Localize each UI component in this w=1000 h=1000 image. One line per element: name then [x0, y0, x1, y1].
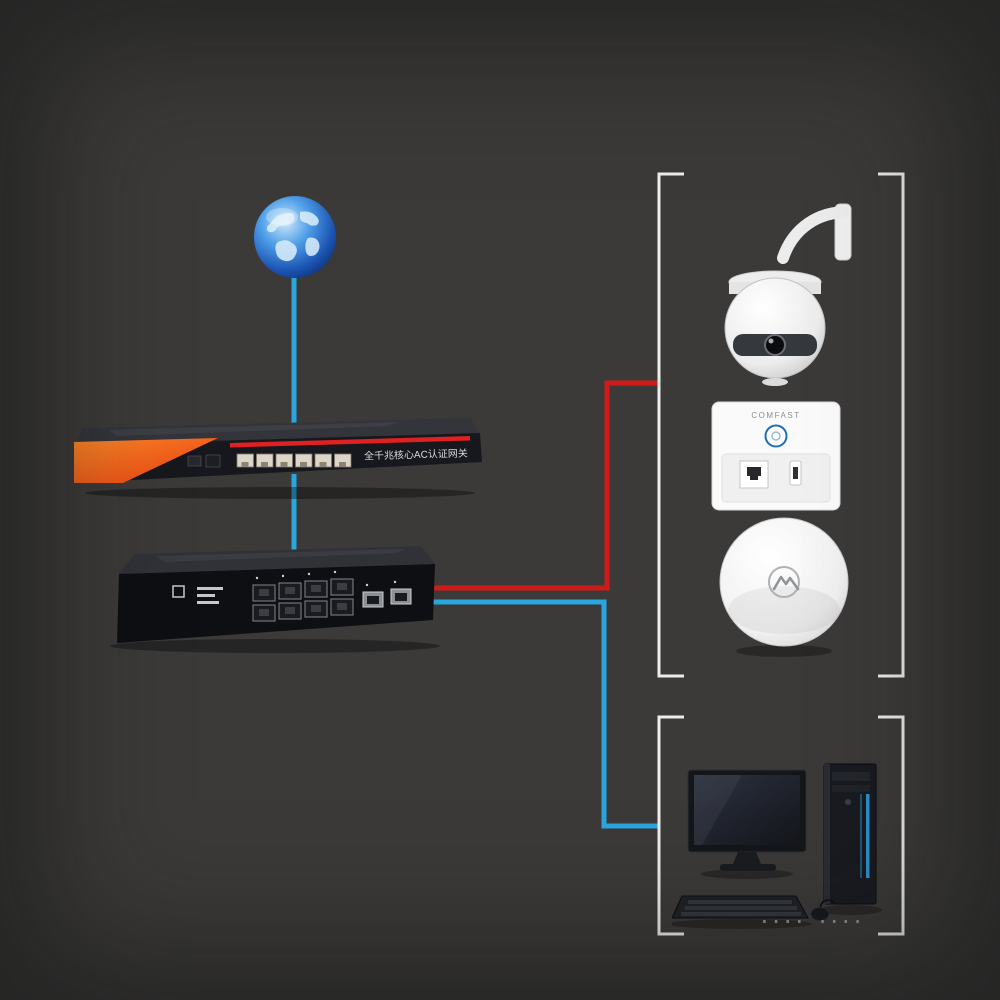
bracket-top-right [878, 172, 905, 678]
gateway-label: 全千兆核心AC认证网关 [364, 447, 468, 463]
camera-dome-body [724, 277, 826, 379]
globe-sphere [254, 196, 336, 278]
gateway-orange-accent [74, 438, 218, 483]
poe-switch [105, 538, 450, 658]
ceiling-ap-logo-icon [768, 566, 800, 598]
switch-to-computer-line [426, 599, 659, 829]
wall-ap-rj45-jack [739, 460, 769, 489]
tower-led-strip [866, 794, 870, 878]
globe-continents [266, 211, 320, 262]
wall-ap-button [764, 424, 788, 448]
wall-ap-recess [721, 453, 831, 503]
switch-led-row [255, 570, 397, 587]
switch-top-face [119, 546, 435, 574]
switch-front-face [117, 564, 435, 643]
gateway-red-stripe [230, 436, 470, 448]
switch-to-ap-group-line [426, 380, 659, 591]
gateway-ports [187, 453, 352, 468]
computer-tower [823, 763, 877, 905]
wall-ap-brand-label: COMFAST [751, 411, 800, 420]
in-wall-access-point: COMFAST [706, 398, 846, 516]
more-devices-ellipsis: ···· ···· [760, 908, 866, 936]
gateway-top-face [76, 418, 480, 445]
wall-ap-usb-port [789, 460, 802, 486]
ptz-dome-camera [715, 200, 865, 395]
computer-keyboard [672, 895, 809, 919]
group-brackets [657, 172, 905, 936]
desktop-computer [672, 748, 897, 933]
bracket-bottom-left [657, 715, 684, 936]
bracket-top-left [657, 172, 684, 678]
internet-globe [248, 190, 343, 285]
computer-monitor [687, 769, 807, 871]
camera-wall-bracket [777, 203, 852, 264]
ac-gateway-router: 全千兆核心AC认证网关 [68, 396, 493, 501]
bracket-bottom-right [878, 715, 905, 936]
switch-uplink-ports [362, 588, 412, 608]
switch-port-block [252, 578, 354, 622]
ceiling-access-point [702, 512, 867, 662]
camera-bottom-tip [762, 378, 788, 386]
computer-mouse [810, 899, 836, 921]
camera-lens-icon [764, 334, 786, 356]
switch-logo-marks [172, 585, 223, 604]
